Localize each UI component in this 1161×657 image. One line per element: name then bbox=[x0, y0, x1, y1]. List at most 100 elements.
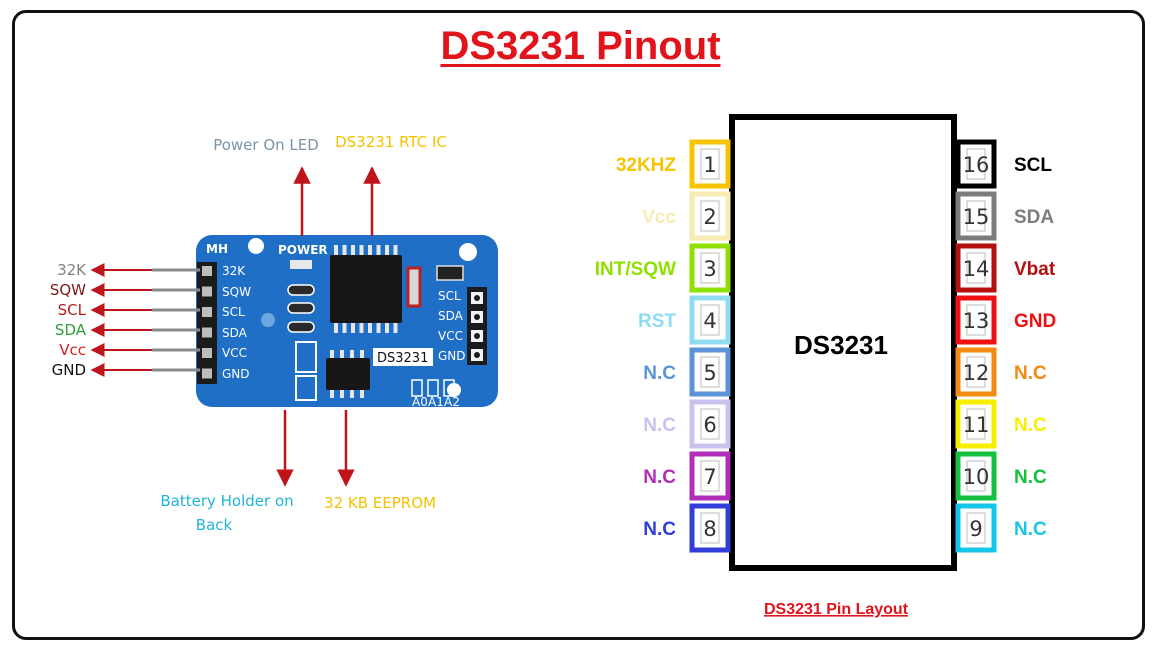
ic-pin-inner bbox=[966, 304, 986, 336]
ic-pin-label: RST bbox=[638, 311, 676, 332]
chip-pin bbox=[350, 350, 354, 359]
ic-pin-label: INT/SQW bbox=[595, 259, 676, 280]
ic-pin-label: Vcc bbox=[642, 207, 676, 228]
ic-pin-number: 13 bbox=[963, 309, 990, 333]
header-pin bbox=[202, 327, 212, 338]
diode bbox=[406, 266, 422, 308]
ic-pin-number: 16 bbox=[963, 153, 990, 177]
board-brand: MH bbox=[206, 242, 228, 256]
ic-pin-2: 2 Vcc bbox=[642, 191, 731, 241]
chip-pin bbox=[393, 245, 398, 256]
diagram-frame bbox=[12, 10, 1145, 640]
ic-pin-5: 5N.C bbox=[643, 347, 731, 397]
ic-pin-label: GND bbox=[1014, 311, 1056, 332]
addr-a2: A2 bbox=[444, 395, 460, 409]
chip-pin bbox=[359, 245, 364, 256]
ic-pin-number: 9 bbox=[969, 517, 982, 541]
ic-pin-label: N.C bbox=[1014, 519, 1047, 540]
smd-array bbox=[295, 375, 317, 401]
mounting-screw bbox=[261, 313, 275, 327]
address-pad bbox=[443, 379, 455, 397]
address-pad bbox=[411, 379, 423, 397]
ic-pin-number: 15 bbox=[963, 205, 990, 229]
chip-pin bbox=[368, 245, 372, 256]
mounting-hole bbox=[248, 238, 264, 254]
header-pin-hole bbox=[474, 352, 480, 358]
ic-body bbox=[729, 114, 957, 571]
chip-pin bbox=[342, 245, 347, 256]
ic-pin-13: 13 GND bbox=[955, 295, 1056, 345]
chip-pin bbox=[330, 389, 334, 398]
chip-pin bbox=[334, 322, 338, 333]
ic-pin-label: SCL bbox=[1014, 155, 1052, 176]
callout-power-led: Power On LED bbox=[213, 136, 319, 154]
ic-pin-number: 14 bbox=[963, 257, 990, 281]
power-led bbox=[290, 260, 312, 269]
ic-pin-inner bbox=[966, 460, 986, 492]
ic-pin-4: 4 RST bbox=[638, 295, 731, 345]
silk-right-scl: SCL bbox=[438, 289, 461, 303]
chip-pin bbox=[376, 245, 381, 256]
right-header bbox=[467, 287, 487, 365]
callout-rtc-ic: DS3231 RTC IC bbox=[335, 133, 447, 151]
module-pin-label: SQW bbox=[50, 281, 86, 299]
module-pin-label: SCL bbox=[58, 301, 87, 319]
silk-right-vcc: VCC bbox=[438, 329, 463, 343]
ic-pin-number: 11 bbox=[963, 413, 990, 437]
eeprom-chip bbox=[326, 350, 370, 398]
ic-pin-inner bbox=[966, 408, 986, 440]
rtc-module: MH POWER DS3231 A0 A1 A2 32K SQW bbox=[196, 235, 498, 409]
ic-pin-number: 5 bbox=[703, 361, 716, 385]
ic-pin-inner bbox=[700, 252, 720, 284]
ic-pin-16: 16 SCL bbox=[955, 139, 1052, 189]
ic-pin-inner bbox=[966, 356, 986, 388]
ic-pin-inner bbox=[966, 252, 986, 284]
callout-battery-line2: Back bbox=[196, 516, 233, 534]
chip-pin bbox=[359, 322, 364, 333]
address-jumpers bbox=[411, 379, 455, 397]
chip-pin bbox=[360, 389, 364, 398]
ic-pin-label: N.C bbox=[643, 415, 676, 436]
ic-pin-inner bbox=[700, 408, 720, 440]
chip-pin bbox=[340, 350, 344, 359]
chip-pin bbox=[385, 322, 389, 333]
chip-pin bbox=[340, 389, 344, 398]
ic-pin-inner bbox=[700, 148, 720, 180]
header-pin bbox=[202, 348, 212, 358]
chip-pin bbox=[351, 245, 355, 256]
ic-pin-number: 1 bbox=[703, 153, 716, 177]
ic-pin-label: 32KHZ bbox=[616, 155, 677, 176]
header-pin bbox=[202, 286, 212, 297]
chip-pin bbox=[342, 322, 347, 333]
silk-scl: SCL bbox=[222, 305, 245, 319]
ic-pin-number: 2 bbox=[703, 205, 716, 229]
chip-pin bbox=[360, 350, 364, 359]
chip-pin bbox=[368, 322, 372, 333]
ic-pin-number: 4 bbox=[703, 309, 716, 333]
module-pin-label: Vcc bbox=[59, 341, 86, 359]
header-pin bbox=[202, 368, 212, 379]
chip-pin bbox=[385, 245, 389, 256]
pin-layout-caption: DS3231 Pin Layout bbox=[764, 601, 909, 618]
header-pin-hole bbox=[474, 295, 480, 301]
module-pin-label: GND bbox=[52, 361, 86, 379]
ic-pin-label: N.C bbox=[643, 519, 676, 540]
ic-pin-inner bbox=[966, 200, 986, 232]
smd-array bbox=[295, 341, 317, 373]
ic-pin-number: 6 bbox=[703, 413, 716, 437]
chip-pin bbox=[351, 322, 355, 333]
ic-pin-inner bbox=[700, 200, 720, 232]
header-pin bbox=[202, 307, 212, 317]
smd-component bbox=[287, 284, 315, 296]
ic-pin-layout: DS3231 132KHZ2Vcc3INT/SQW4RST5N.C6N.C7N.… bbox=[595, 114, 1056, 571]
ic-pin-inner bbox=[700, 356, 720, 388]
silk-gnd: GND bbox=[222, 367, 250, 381]
callout-battery-line1: Battery Holder on bbox=[160, 492, 293, 510]
